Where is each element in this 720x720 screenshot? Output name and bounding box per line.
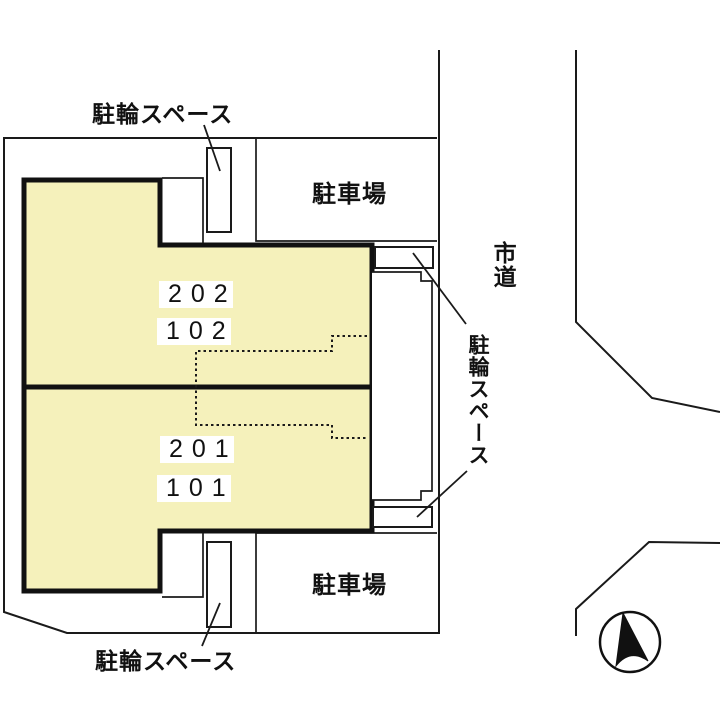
road-far-edge (575, 50, 720, 413)
bicycle-space-rect-bottom (206, 541, 232, 628)
bicycle-space-label-right: 駐輪スペース (466, 334, 490, 466)
bicycle-space-rect-right-top (374, 246, 434, 269)
leader-bottom-bicycle (201, 602, 221, 647)
unit-label-102: 102 (157, 318, 231, 345)
unit-label-202: 202 (159, 281, 233, 308)
parking-top-divider (255, 138, 437, 242)
city-road-label: 市道 (490, 241, 517, 289)
unit-label-201: 201 (160, 436, 234, 463)
bicycle-space-label-top: 駐輪スペース (92, 101, 234, 127)
site-boundary (3, 50, 440, 634)
neighbour-boundary (575, 540, 720, 636)
leader-top-bicycle (203, 124, 221, 172)
north-arrow-icon (598, 610, 662, 674)
entry-notch-top (162, 177, 204, 243)
bicycle-space-rect-top (206, 147, 232, 233)
leader-right-bicycle-bottom (416, 470, 468, 518)
entry-notch-bottom (162, 533, 204, 598)
bicycle-space-rect-right-bottom (372, 506, 433, 528)
parking-label-bottom: 駐車場 (312, 572, 387, 599)
leader-right-bicycle-top (412, 252, 467, 325)
parking-label-top: 駐車場 (312, 181, 387, 208)
unit-label-101: 101 (157, 475, 231, 502)
walkway-outline (372, 271, 433, 501)
bicycle-space-label-bottom: 駐輪スペース (95, 648, 237, 674)
